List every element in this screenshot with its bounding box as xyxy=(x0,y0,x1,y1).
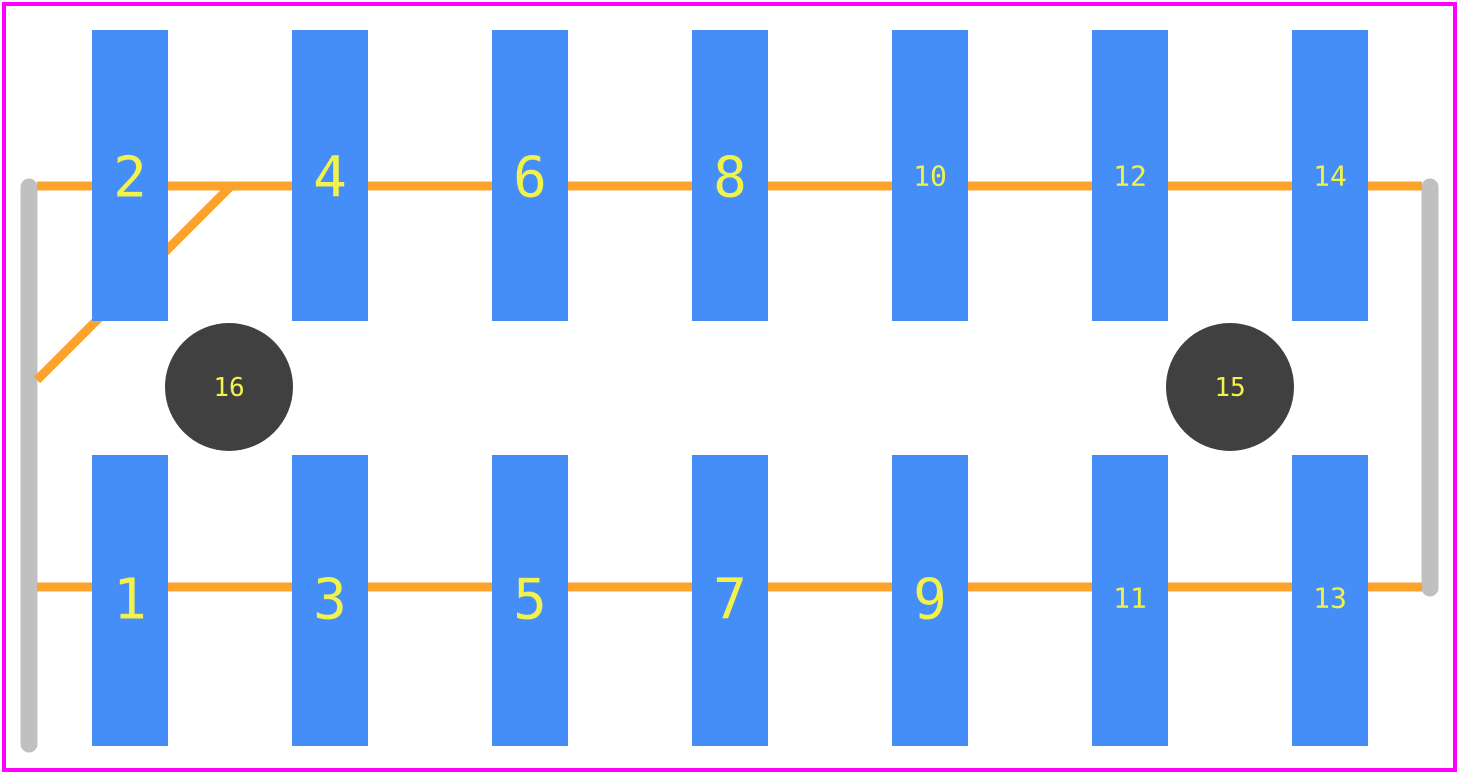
pad-7: 7 xyxy=(692,455,768,746)
pad-10-label: 10 xyxy=(913,160,947,193)
pad-7-shape xyxy=(692,455,768,746)
pad-5-shape xyxy=(492,455,568,746)
pad-1-shape xyxy=(92,455,168,746)
pad-4: 4 xyxy=(292,30,368,321)
mounting-hole-16: 16 xyxy=(165,323,293,451)
pad-14-shape xyxy=(1292,30,1368,321)
pad-13-label: 13 xyxy=(1313,582,1347,615)
pad-4-label: 4 xyxy=(313,146,347,211)
pad-5-label: 5 xyxy=(513,568,547,633)
pad-6: 6 xyxy=(492,30,568,321)
pad-6-shape xyxy=(492,30,568,321)
mounting-hole-16-shape xyxy=(165,323,293,451)
pad-1-label: 1 xyxy=(113,568,147,633)
pad-10-shape xyxy=(892,30,968,321)
pad-2-label: 2 xyxy=(113,146,147,211)
pad-8: 8 xyxy=(692,30,768,321)
courtyard-layer xyxy=(20,178,1439,753)
mounting-hole-15-label: 15 xyxy=(1214,373,1245,403)
mounting-hole-16-label: 16 xyxy=(213,373,244,403)
pad-8-shape xyxy=(692,30,768,321)
pad-3-label: 3 xyxy=(313,568,347,633)
pad-14: 14 xyxy=(1292,30,1368,321)
pad-7-label: 7 xyxy=(713,568,747,633)
pad-12-shape xyxy=(1092,30,1168,321)
pad-11-label: 11 xyxy=(1113,582,1147,615)
pad-5: 5 xyxy=(492,455,568,746)
pad-11-shape xyxy=(1092,455,1168,746)
mounting-hole-15-shape xyxy=(1166,323,1294,451)
pad-9-shape xyxy=(892,455,968,746)
pad-10: 10 xyxy=(892,30,968,321)
pad-3-shape xyxy=(292,455,368,746)
pad-3: 3 xyxy=(292,455,368,746)
pad-12: 12 xyxy=(1092,30,1168,321)
pad-9-label: 9 xyxy=(913,568,947,633)
pad-13-shape xyxy=(1292,455,1368,746)
pad-13: 13 xyxy=(1292,455,1368,746)
pad-14-label: 14 xyxy=(1313,160,1347,193)
pad-6-label: 6 xyxy=(513,146,547,211)
pad-8-label: 8 xyxy=(713,146,747,211)
pad-1: 1 xyxy=(92,455,168,746)
pad-12-label: 12 xyxy=(1113,160,1147,193)
pad-2-shape xyxy=(92,30,168,321)
pad-2: 2 xyxy=(92,30,168,321)
pad-9: 9 xyxy=(892,455,968,746)
mounting-hole-15: 15 xyxy=(1166,323,1294,451)
pad-4-shape xyxy=(292,30,368,321)
pad-11: 11 xyxy=(1092,455,1168,746)
